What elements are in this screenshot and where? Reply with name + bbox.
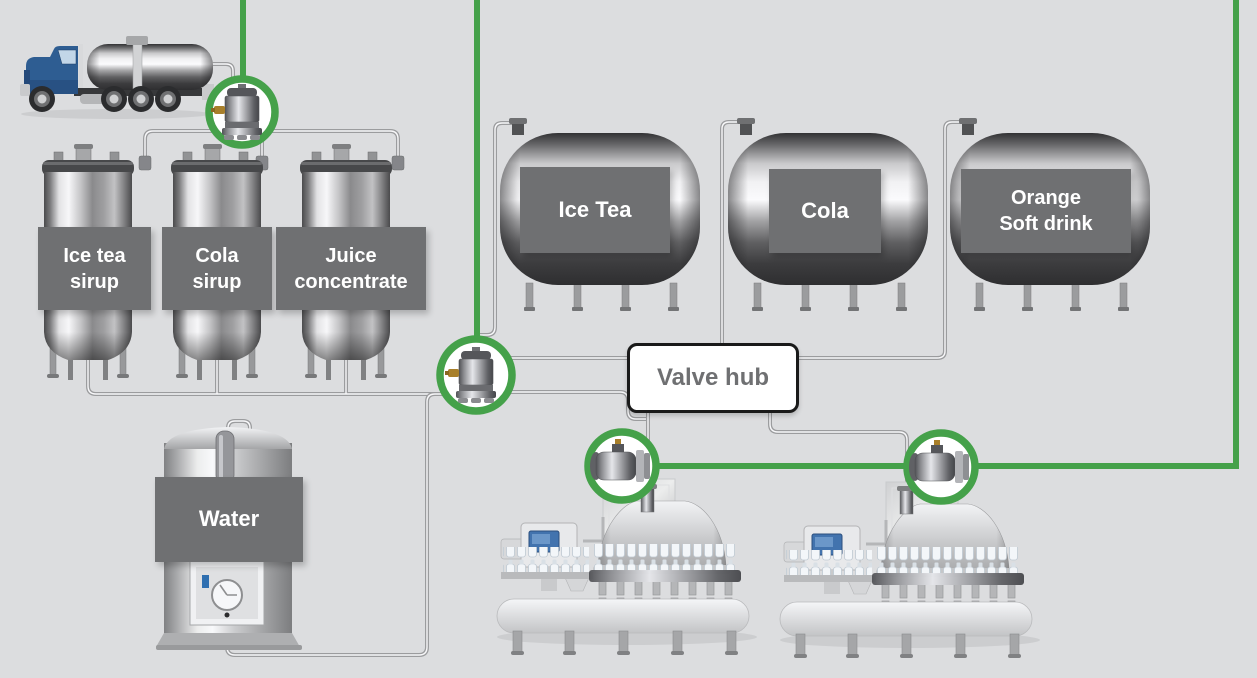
ice-tea-label: Ice Tea bbox=[520, 167, 670, 253]
inlet-flow-sensor bbox=[205, 75, 279, 149]
green-line-fillers bbox=[659, 0, 1239, 469]
valve-hub: Valve hub bbox=[627, 343, 799, 413]
tanker-truck-icon bbox=[20, 36, 214, 119]
orange-soft-drink-label: Orange Soft drink bbox=[961, 169, 1131, 253]
cola-sirup-label: Cola sirup bbox=[162, 227, 272, 310]
green-signal-lines bbox=[240, 0, 1239, 469]
pipe-coupling bbox=[138, 155, 152, 171]
cola-label: Cola bbox=[769, 169, 881, 253]
water-label: Water bbox=[155, 477, 303, 562]
bottling-machine-icon-1 bbox=[495, 477, 759, 657]
filler-2-flow-sensor bbox=[903, 429, 979, 505]
ice-tea-sirup-label: Ice tea sirup bbox=[38, 227, 151, 310]
truck-wheels bbox=[29, 86, 181, 112]
juice-concentrate-label: Juice concentrate bbox=[276, 227, 426, 310]
pipe-syrup-bottom-manifold bbox=[86, 332, 446, 396]
pipe-coupling bbox=[391, 155, 405, 171]
mixing-flow-sensor bbox=[436, 335, 516, 415]
filler-1-flow-sensor bbox=[584, 428, 660, 504]
